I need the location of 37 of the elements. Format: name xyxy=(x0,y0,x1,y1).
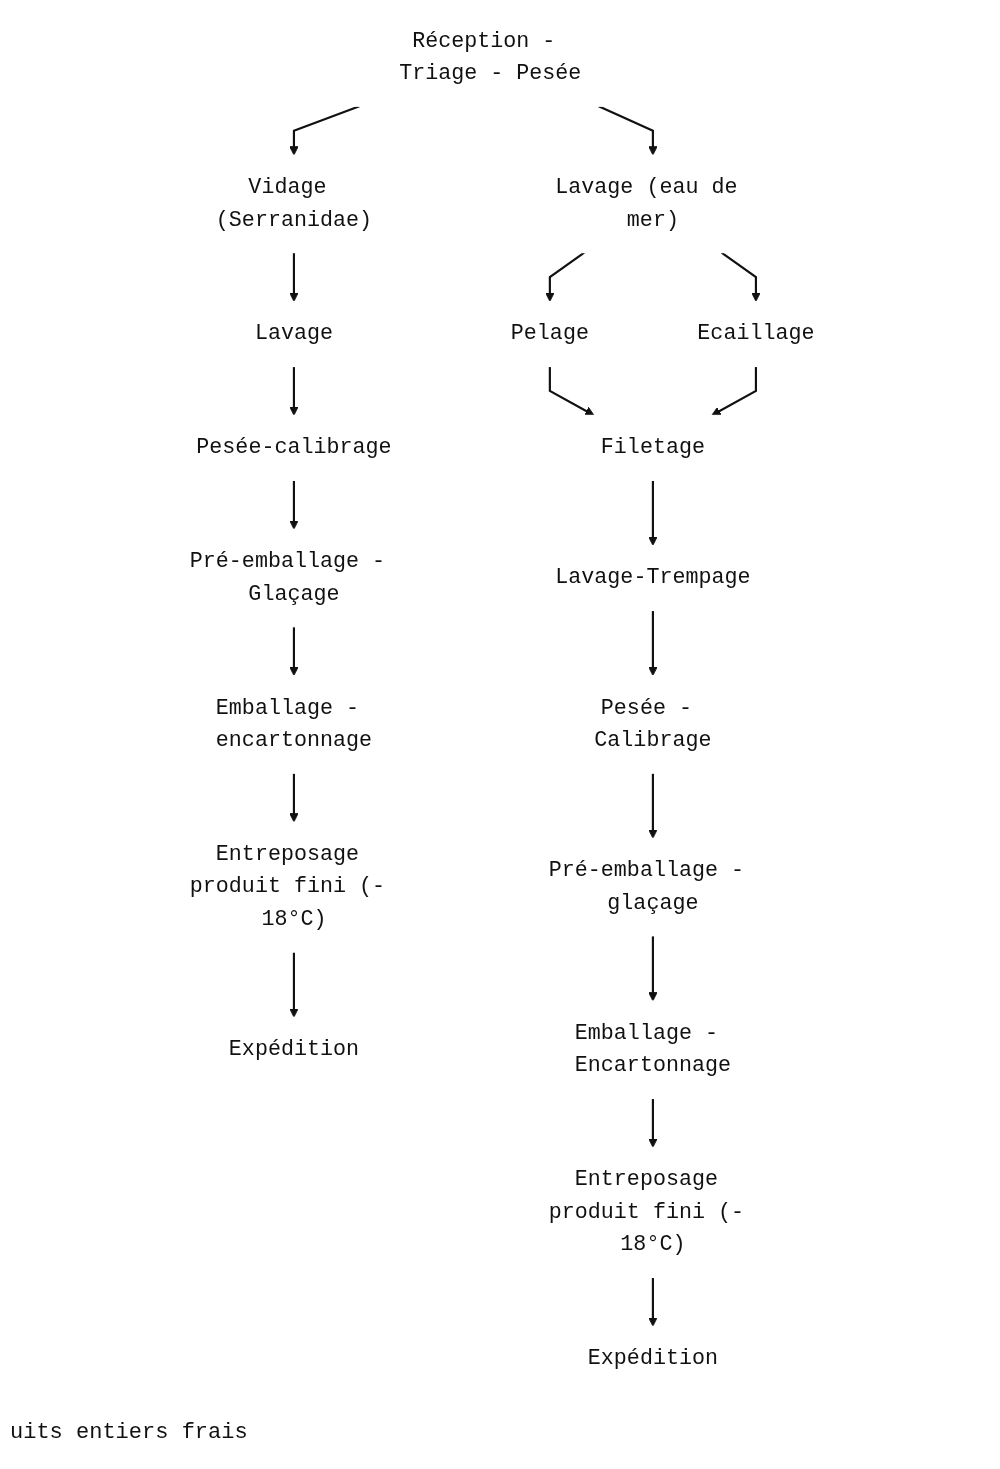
node-text: Lavage xyxy=(254,320,333,346)
arrow xyxy=(648,480,658,546)
node-text: Emballage - encartonnage xyxy=(215,695,373,753)
arrow xyxy=(711,366,757,416)
node-text: Pesée - Calibrage xyxy=(594,695,712,753)
arrow xyxy=(648,1098,658,1148)
arrow xyxy=(548,366,595,416)
node-text: Emballage - Encartonnage xyxy=(574,1020,731,1078)
arrow xyxy=(289,105,360,156)
arrow xyxy=(648,935,658,1002)
node-text: Réception - Triage - Pesée xyxy=(399,28,582,86)
arrow xyxy=(289,480,299,530)
node-text: Expédition xyxy=(587,1345,718,1371)
arrow xyxy=(598,105,658,156)
node-text: Expédition xyxy=(228,1036,360,1062)
arrow xyxy=(648,1277,658,1327)
arrow xyxy=(289,626,299,677)
node-text: Ecaillage xyxy=(697,320,815,346)
arrow xyxy=(648,610,658,677)
arrow xyxy=(720,251,761,302)
arrow xyxy=(289,952,299,1018)
arrow xyxy=(289,366,299,416)
arrow xyxy=(545,251,585,302)
arrow xyxy=(648,773,658,839)
node-text: Vidage (Serranidae) xyxy=(215,174,373,233)
node-text: Pré-emballage - glaçage xyxy=(548,857,745,916)
node-text: Lavage (eau de mer) xyxy=(555,174,738,233)
arrow xyxy=(289,773,299,823)
node-text: Pelage xyxy=(510,320,589,346)
node-text: Pesée-calibrage xyxy=(196,434,392,460)
node-text: Filetage xyxy=(600,434,705,460)
node-text: Entreposage produit fini (- 18°C) xyxy=(548,1166,745,1257)
note-text: uits entiers frais xyxy=(10,1420,248,1445)
node-text: Entreposage produit fini (- 18°C) xyxy=(189,841,386,932)
node-text: Lavage-Trempage xyxy=(555,564,751,590)
node-text: Pré-emballage - Glaçage xyxy=(189,548,386,607)
arrow xyxy=(289,252,299,302)
